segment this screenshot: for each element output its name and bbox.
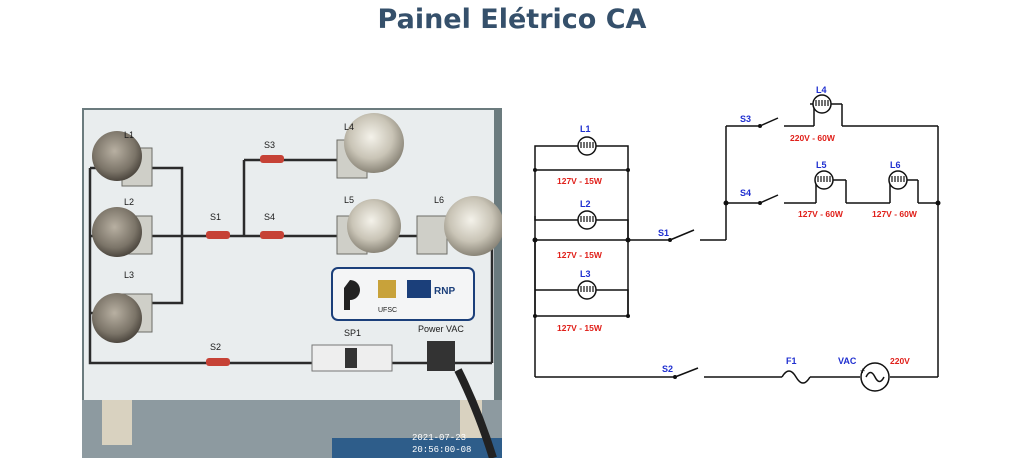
lamp-label-l4: L4	[816, 85, 827, 95]
photo-label-s1: S1	[210, 212, 221, 222]
photo-label-l2: L2	[124, 197, 134, 207]
photo-label-l6: L6	[434, 195, 444, 205]
photo-label-sp1: SP1	[344, 328, 361, 338]
source-voltage: 220V	[890, 356, 910, 366]
lamp-label-l5: L5	[816, 160, 827, 170]
circuit-schematic: L1 L2 L3 L4 L5 L6 S1 S2 S3 S4 F1 VAC 127…	[520, 80, 950, 400]
lamp-label-l1: L1	[580, 124, 591, 134]
photo-logo-ufsc: UFSC	[378, 307, 397, 314]
photo-timestamp-time: 20:56:00-08	[412, 445, 471, 455]
fuse-label-f1: F1	[786, 356, 797, 366]
lamp-rating-l5: 127V - 60W	[798, 209, 844, 219]
photo-label-s2: S2	[210, 342, 221, 352]
lamp-rating-l4: 220V - 60W	[790, 133, 836, 143]
photo-label-l4: L4	[344, 122, 354, 132]
switch-label-s1: S1	[658, 228, 669, 238]
photo-label-s4: S4	[264, 212, 275, 222]
photo-label-l5: L5	[344, 195, 354, 205]
lamp-rating-l1: 127V - 15W	[557, 176, 603, 186]
lamp-label-l2: L2	[580, 199, 591, 209]
source-plus-sign: +	[860, 366, 865, 376]
photo-label-l3: L3	[124, 270, 134, 280]
lamp-rating-l6: 127V - 60W	[872, 209, 918, 219]
panel-photo: L1 L2 L3 L4 L5 L6 S1 S2 S3 S4 SP1 Power …	[82, 108, 502, 458]
photo-timestamp-date: 2021-07-23	[412, 433, 466, 443]
lamp-label-l3: L3	[580, 269, 591, 279]
schematic-drawing: L1 L2 L3 L4 L5 L6 S1 S2 S3 S4 F1 VAC 127…	[532, 85, 941, 392]
page-title: Painel Elétrico CA	[377, 4, 647, 35]
lamp-label-l6: L6	[890, 160, 901, 170]
photo-label-l1: L1	[124, 130, 134, 140]
photo-label-power: Power VAC	[418, 324, 464, 334]
photo-logo-rnp: RNP	[434, 286, 455, 297]
photo-label-s3: S3	[264, 140, 275, 150]
panel-photo-drawing: L1 L2 L3 L4 L5 L6 S1 S2 S3 S4 SP1 Power …	[82, 108, 502, 458]
lamp-rating-l3: 127V - 15W	[557, 323, 603, 333]
source-label-vac: VAC	[838, 356, 857, 366]
switch-label-s4: S4	[740, 188, 751, 198]
switch-label-s2: S2	[662, 364, 673, 374]
switch-label-s3: S3	[740, 114, 751, 124]
lamp-rating-l2: 127V - 15W	[557, 250, 603, 260]
